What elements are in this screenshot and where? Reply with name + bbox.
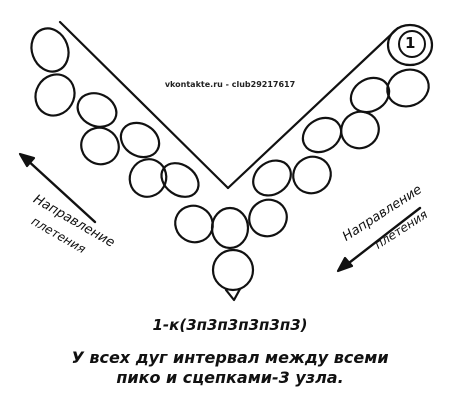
ring bbox=[386, 23, 434, 67]
ring bbox=[128, 158, 168, 198]
left-direction-arrow bbox=[18, 152, 97, 224]
instruction-note-line-1: У всех дуг интервал между всеми bbox=[71, 348, 389, 367]
ring bbox=[211, 248, 255, 292]
ring bbox=[248, 198, 288, 238]
ring bbox=[340, 110, 380, 150]
ring bbox=[174, 204, 214, 244]
ring bbox=[292, 155, 332, 195]
picot bbox=[224, 287, 242, 302]
row-number: 1 bbox=[405, 34, 416, 52]
instruction-note-line-2: пико и сцепками-3 узла. bbox=[116, 368, 344, 387]
ring bbox=[252, 159, 292, 197]
ring bbox=[76, 92, 118, 128]
ring bbox=[210, 206, 250, 250]
right-ring-chain bbox=[248, 23, 434, 238]
watermark-text: vkontakte.ru - club29217617 bbox=[164, 80, 296, 89]
pattern-formula: 1-к(3п3п3п3п3п3) bbox=[152, 316, 308, 334]
left-chain-line bbox=[58, 20, 230, 190]
right-direction-arrow bbox=[336, 206, 422, 273]
ring bbox=[119, 121, 161, 159]
right-chain-line bbox=[226, 26, 400, 190]
row-number-circle bbox=[398, 30, 426, 58]
bottom-ring-cluster bbox=[210, 206, 255, 302]
ring bbox=[30, 27, 70, 73]
ring bbox=[160, 162, 200, 198]
ring bbox=[80, 126, 120, 166]
ring bbox=[34, 73, 76, 117]
left-ring-chain bbox=[30, 27, 214, 244]
ring bbox=[301, 116, 343, 154]
ring bbox=[349, 76, 391, 114]
